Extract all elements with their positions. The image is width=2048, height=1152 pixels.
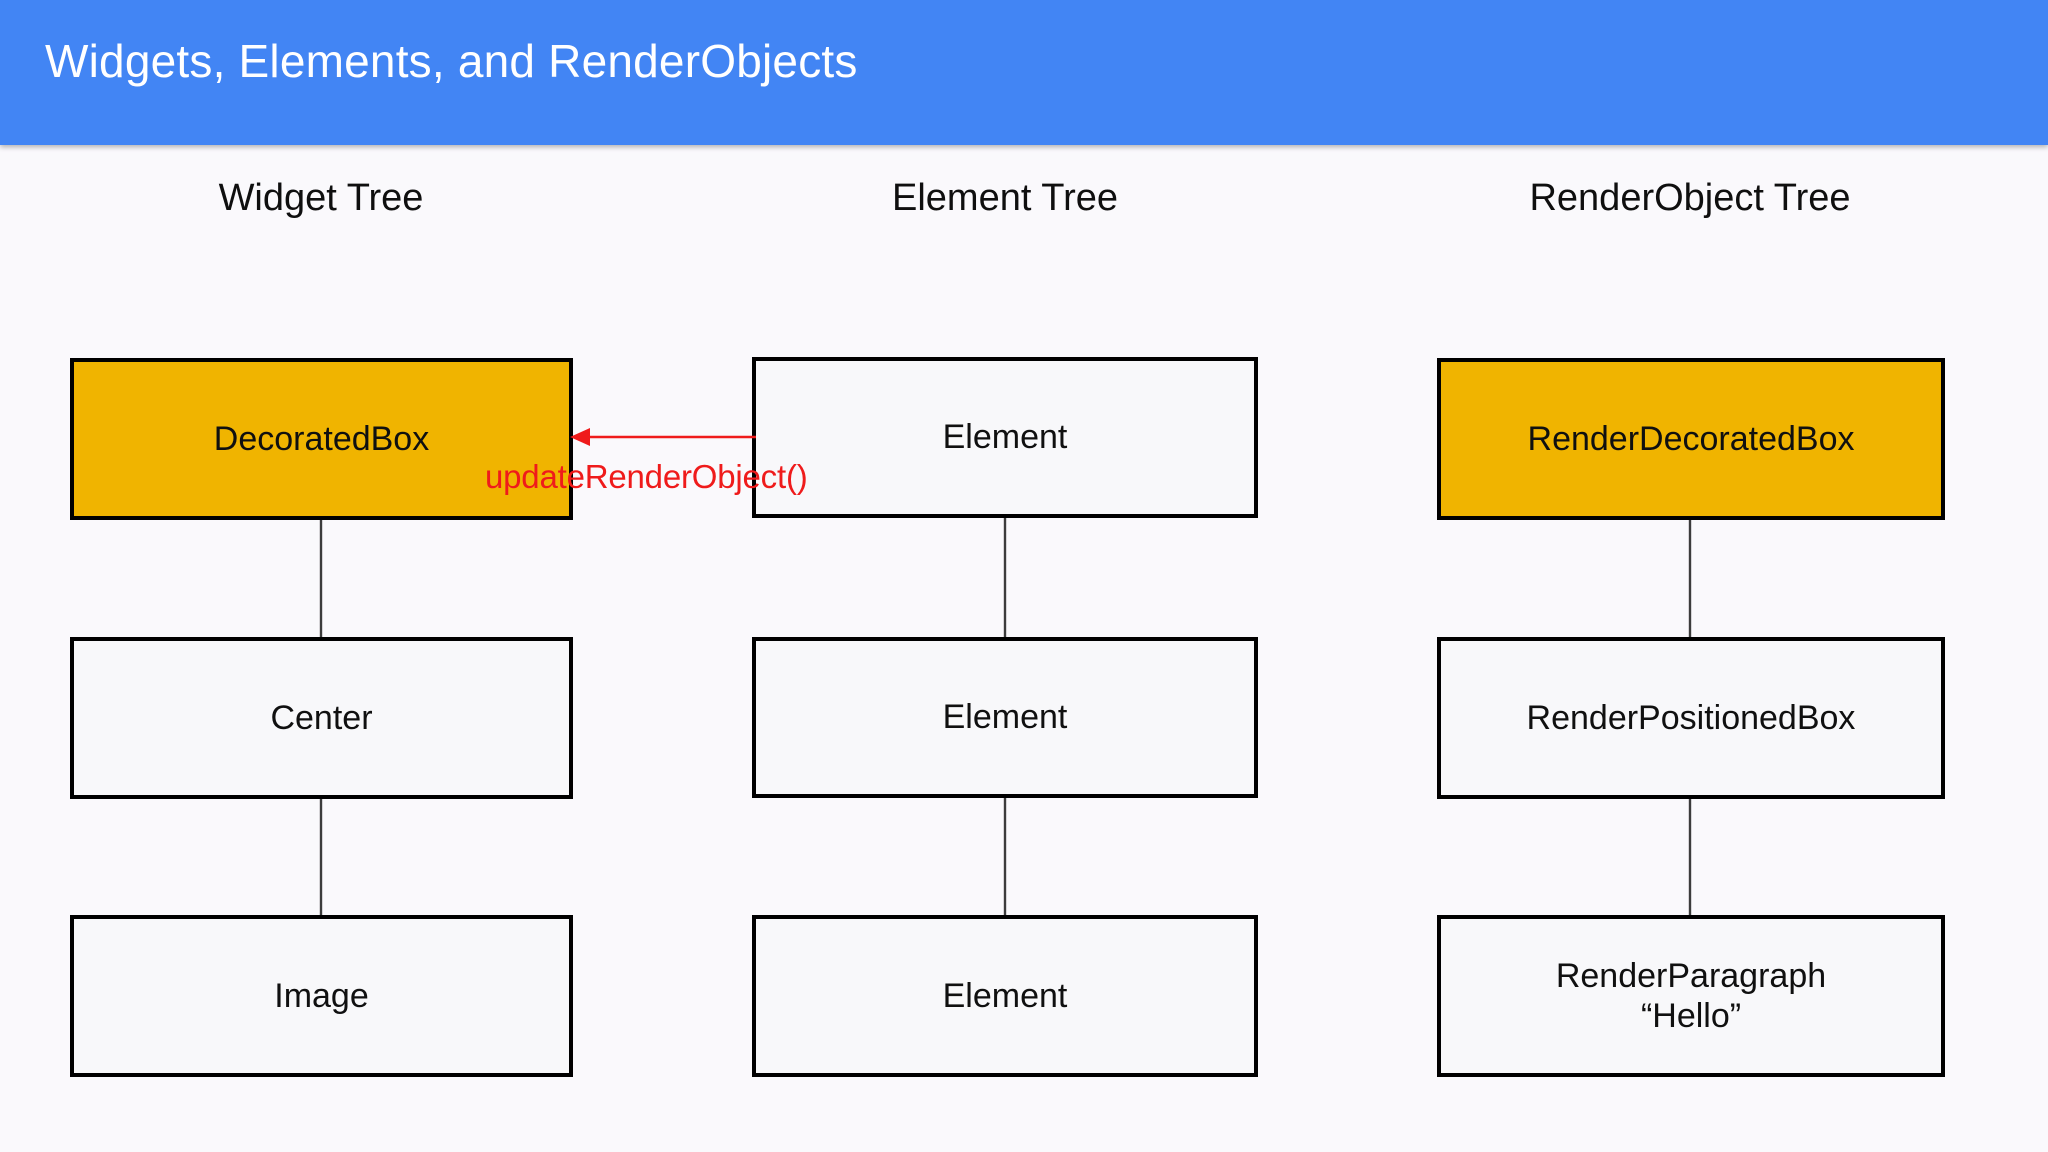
render-node-decoratedbox[interactable]: RenderDecoratedBox	[1437, 358, 1945, 520]
column-title-element-tree: Element Tree	[892, 177, 1118, 219]
element-node-2-label: Element	[942, 698, 1068, 737]
diagram-canvas: Widget Tree Element Tree RenderObject Tr…	[0, 145, 2048, 1152]
column-title-renderobject-tree: RenderObject Tree	[1529, 177, 1851, 219]
element-node-3-label: Element	[942, 976, 1068, 1015]
render-node-positionedbox[interactable]: RenderPositionedBox	[1437, 637, 1945, 799]
render-node-paragraph-line2: “Hello”	[1640, 997, 1742, 1035]
update-render-object-label: updateRenderObject()	[485, 458, 808, 495]
render-node-paragraph-label: RenderParagraph “Hello”	[1441, 956, 1941, 1036]
render-node-paragraph[interactable]: RenderParagraph “Hello”	[1437, 915, 1945, 1077]
widget-node-image[interactable]: Image	[70, 915, 573, 1077]
render-node-positionedbox-label: RenderPositionedBox	[1526, 698, 1856, 737]
widget-node-decoratedbox[interactable]: DecoratedBox	[70, 358, 573, 520]
element-node-3[interactable]: Element	[752, 915, 1258, 1077]
element-node-2[interactable]: Element	[752, 637, 1258, 798]
widget-node-center-label: Center	[270, 698, 373, 737]
element-node-1-label: Element	[942, 418, 1068, 457]
widget-node-center[interactable]: Center	[70, 637, 573, 799]
update-render-object-arrow	[570, 428, 756, 446]
widget-node-image-label: Image	[274, 976, 369, 1015]
element-node-1[interactable]: Element	[752, 357, 1258, 518]
column-title-widget-tree: Widget Tree	[218, 177, 424, 219]
widget-node-decoratedbox-label: DecoratedBox	[213, 419, 430, 458]
page-title: Widgets, Elements, and RenderObjects	[45, 35, 858, 87]
header-band: Widgets, Elements, and RenderObjects	[0, 0, 2048, 145]
render-node-paragraph-line1: RenderParagraph	[1555, 956, 1827, 995]
render-node-decoratedbox-label: RenderDecoratedBox	[1527, 419, 1855, 458]
